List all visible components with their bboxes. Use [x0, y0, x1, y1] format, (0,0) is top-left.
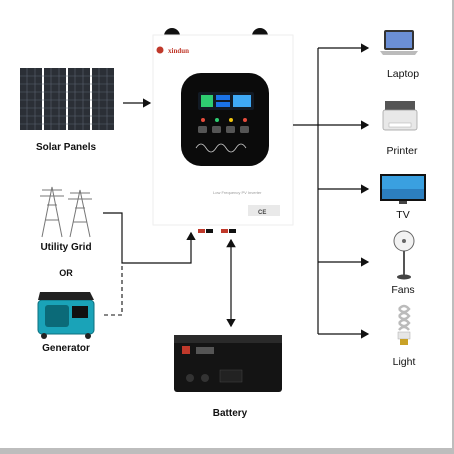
- utility-grid-label: Utility Grid: [40, 242, 92, 253]
- inverter-ce-mark: CE: [258, 210, 266, 216]
- solar-panels-icon: [20, 68, 114, 130]
- grid-connection: [103, 212, 192, 264]
- utility-grid-icon: [40, 186, 92, 238]
- tv-icon: [380, 174, 426, 204]
- printer-icon: [382, 101, 418, 131]
- light-label: Light: [392, 356, 416, 368]
- battery-icon: [174, 335, 282, 392]
- battery-label: Battery: [212, 408, 248, 419]
- output-bus: [293, 48, 319, 334]
- tv-label: TV: [396, 209, 410, 221]
- fans-label: Fans: [391, 284, 415, 296]
- inverter-terminals: [198, 229, 236, 233]
- bulb-icon: [397, 304, 411, 345]
- generator-label: Generator: [42, 343, 90, 354]
- or-label: OR: [59, 268, 73, 278]
- generator-icon: [37, 292, 95, 339]
- printer-label: Printer: [386, 145, 418, 157]
- generator-connection-dashed: [104, 265, 123, 316]
- inverter-brand: xindun: [168, 47, 189, 55]
- inverter-unit: [152, 28, 294, 226]
- solar-panels-label: Solar Panels: [36, 142, 97, 153]
- fan-icon: [393, 230, 415, 280]
- inverter-label-strip: Low Frequency PV Inverter: [213, 190, 262, 195]
- laptop-label: Laptop: [386, 68, 420, 80]
- laptop-icon: [380, 30, 418, 55]
